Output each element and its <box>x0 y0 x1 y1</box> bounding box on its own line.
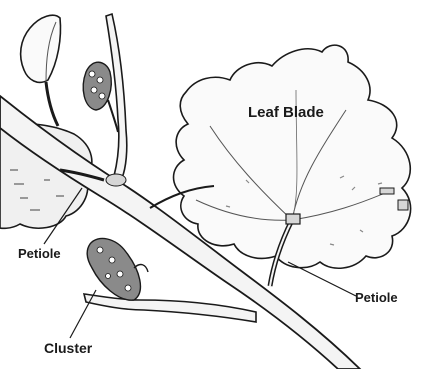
leaf-notch-mark <box>380 188 394 194</box>
label-petiole-right: Petiole <box>355 290 398 305</box>
leaf-notch-mark <box>398 200 408 210</box>
node-shade <box>106 174 126 186</box>
small-leaf-stem <box>46 82 58 126</box>
leaf-blade-shape <box>174 45 411 268</box>
label-petiole-left: Petiole <box>18 246 61 261</box>
lower-cluster <box>87 238 148 300</box>
label-cluster: Cluster <box>44 340 92 356</box>
petiole-joint <box>286 214 300 224</box>
cluster-branch <box>84 294 256 322</box>
leader-line-cluster <box>70 290 96 338</box>
label-leaf-blade: Leaf Blade <box>248 104 324 121</box>
upper-cluster <box>83 62 118 132</box>
